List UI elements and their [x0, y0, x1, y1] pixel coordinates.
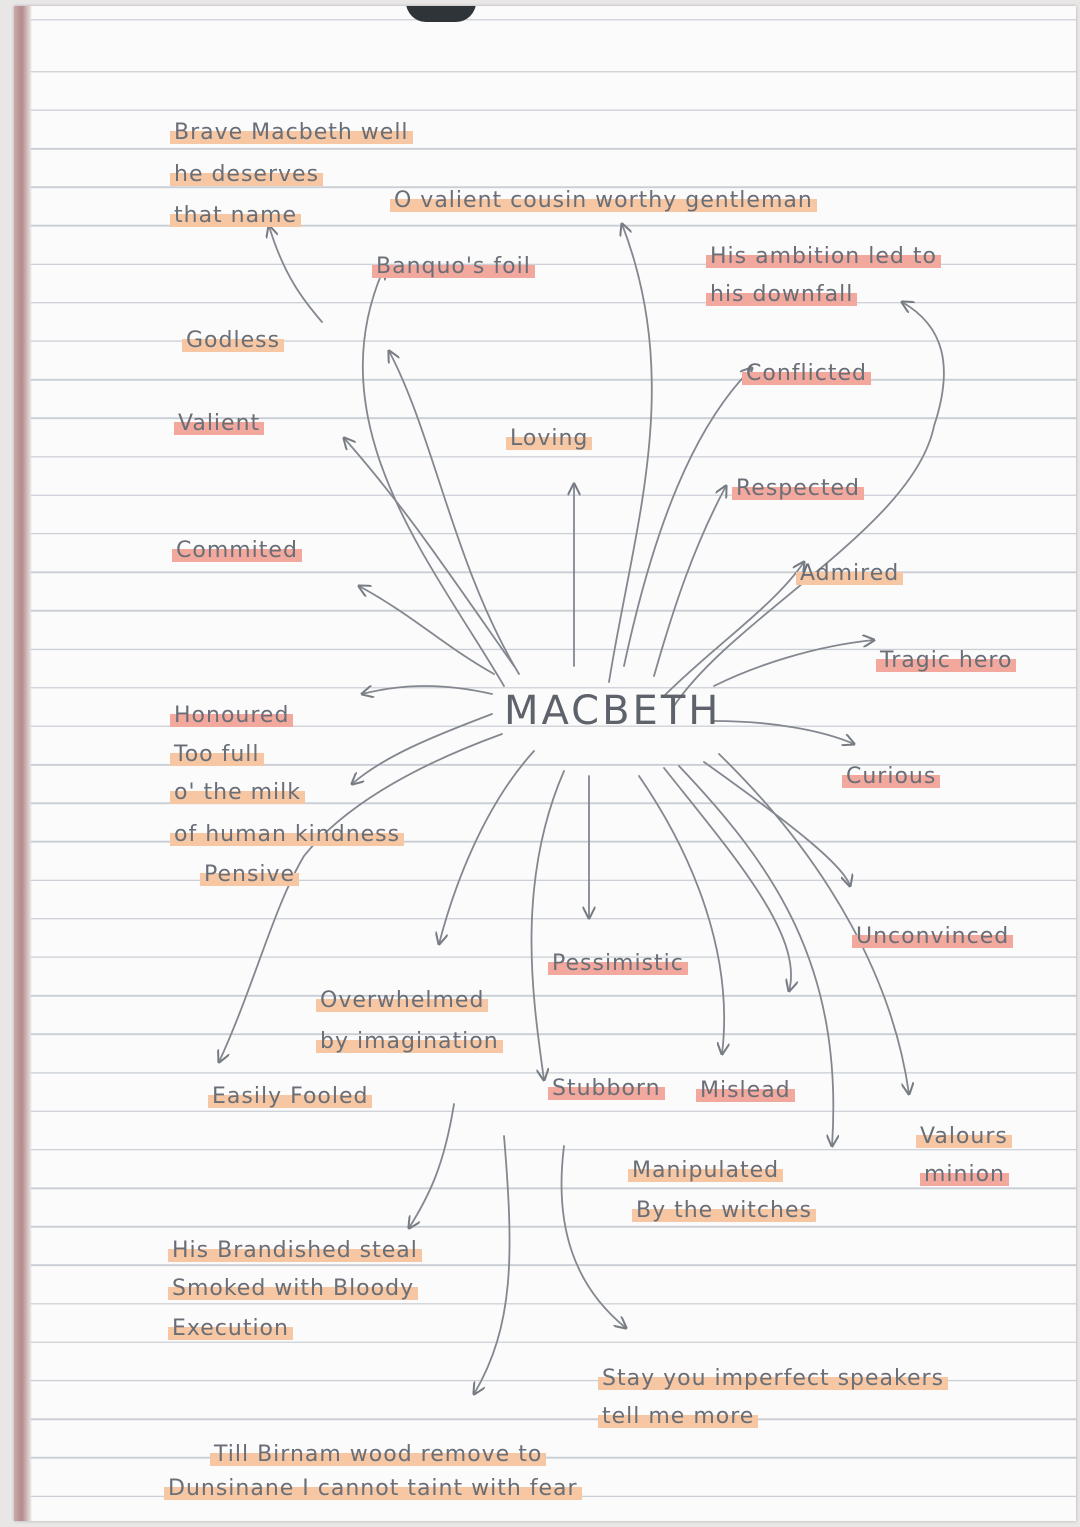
quote-milk-line1: Too full [170, 742, 264, 768]
quote-stay-line1: Stay you imperfect speakers [598, 1366, 949, 1392]
mind-map-arrows [14, 6, 945, 1521]
quote-o-valiant-cousin: O valient cousin worthy gentleman [390, 188, 817, 214]
quote-brandished-line1: His Brandished steal [168, 1238, 422, 1264]
quote-milk-line2: o' the milk [170, 780, 305, 806]
quote-birnam-line1: Till Birnam wood remove to [210, 1442, 547, 1468]
trait-respected: Respected [732, 476, 865, 502]
trait-pessimistic: Pessimistic [548, 951, 688, 977]
trait-honoured: Honoured [170, 703, 294, 729]
trait-loving: Loving [506, 426, 593, 452]
trait-pensive: Pensive [200, 862, 300, 888]
trait-commited: Commited [172, 538, 302, 564]
quote-brandished-line3: Execution [168, 1316, 293, 1342]
quote-ambition-line2: his downfall [706, 282, 858, 308]
trait-curious: Curious [842, 764, 941, 790]
trait-manipulated-line1: Manipulated [628, 1158, 784, 1184]
trait-tragic-hero: Tragic hero [876, 648, 1017, 674]
trait-mislead: Mislead [696, 1078, 795, 1104]
trait-valiant: Valient [174, 411, 265, 437]
trait-easily-fooled: Easily Fooled [208, 1084, 373, 1110]
binder-clip [406, 6, 476, 22]
quote-valours-line1: Valours [916, 1124, 1012, 1150]
label-banquos-foil: Banquo's foil [372, 254, 535, 280]
quote-milk-line3: of human kindness [170, 822, 405, 848]
quote-brave-macbeth: Brave Macbeth well [170, 120, 413, 146]
trait-conflicted: Conflicted [742, 361, 871, 387]
quote-that-name: that name [170, 203, 302, 229]
page-margin [14, 6, 32, 1521]
quote-stay-line2: tell me more [598, 1404, 759, 1430]
trait-manipulated-line2: By the witches [632, 1198, 816, 1224]
central-topic: MACBETH [504, 688, 722, 734]
notebook-page: MACBETH Brave Macbeth well he deserves t… [14, 6, 1076, 1521]
quote-brandished-line2: Smoked with Bloody [168, 1276, 419, 1302]
trait-unconvinced: Unconvinced [852, 924, 1014, 950]
quote-he-deserves: he deserves [170, 162, 324, 188]
quote-ambition-line1: His ambition led to [706, 244, 941, 270]
quote-valours-line2: minion [920, 1162, 1010, 1188]
trait-overwhelmed-line1: Overwhelmed [316, 988, 489, 1014]
trait-overwhelmed-line2: by imagination [316, 1029, 503, 1055]
quote-birnam-line2: Dunsinane I cannot taint with fear [164, 1476, 582, 1502]
trait-admired: Admired [796, 561, 904, 587]
trait-stubborn: Stubborn [548, 1076, 665, 1102]
trait-godless: Godless [182, 328, 285, 354]
